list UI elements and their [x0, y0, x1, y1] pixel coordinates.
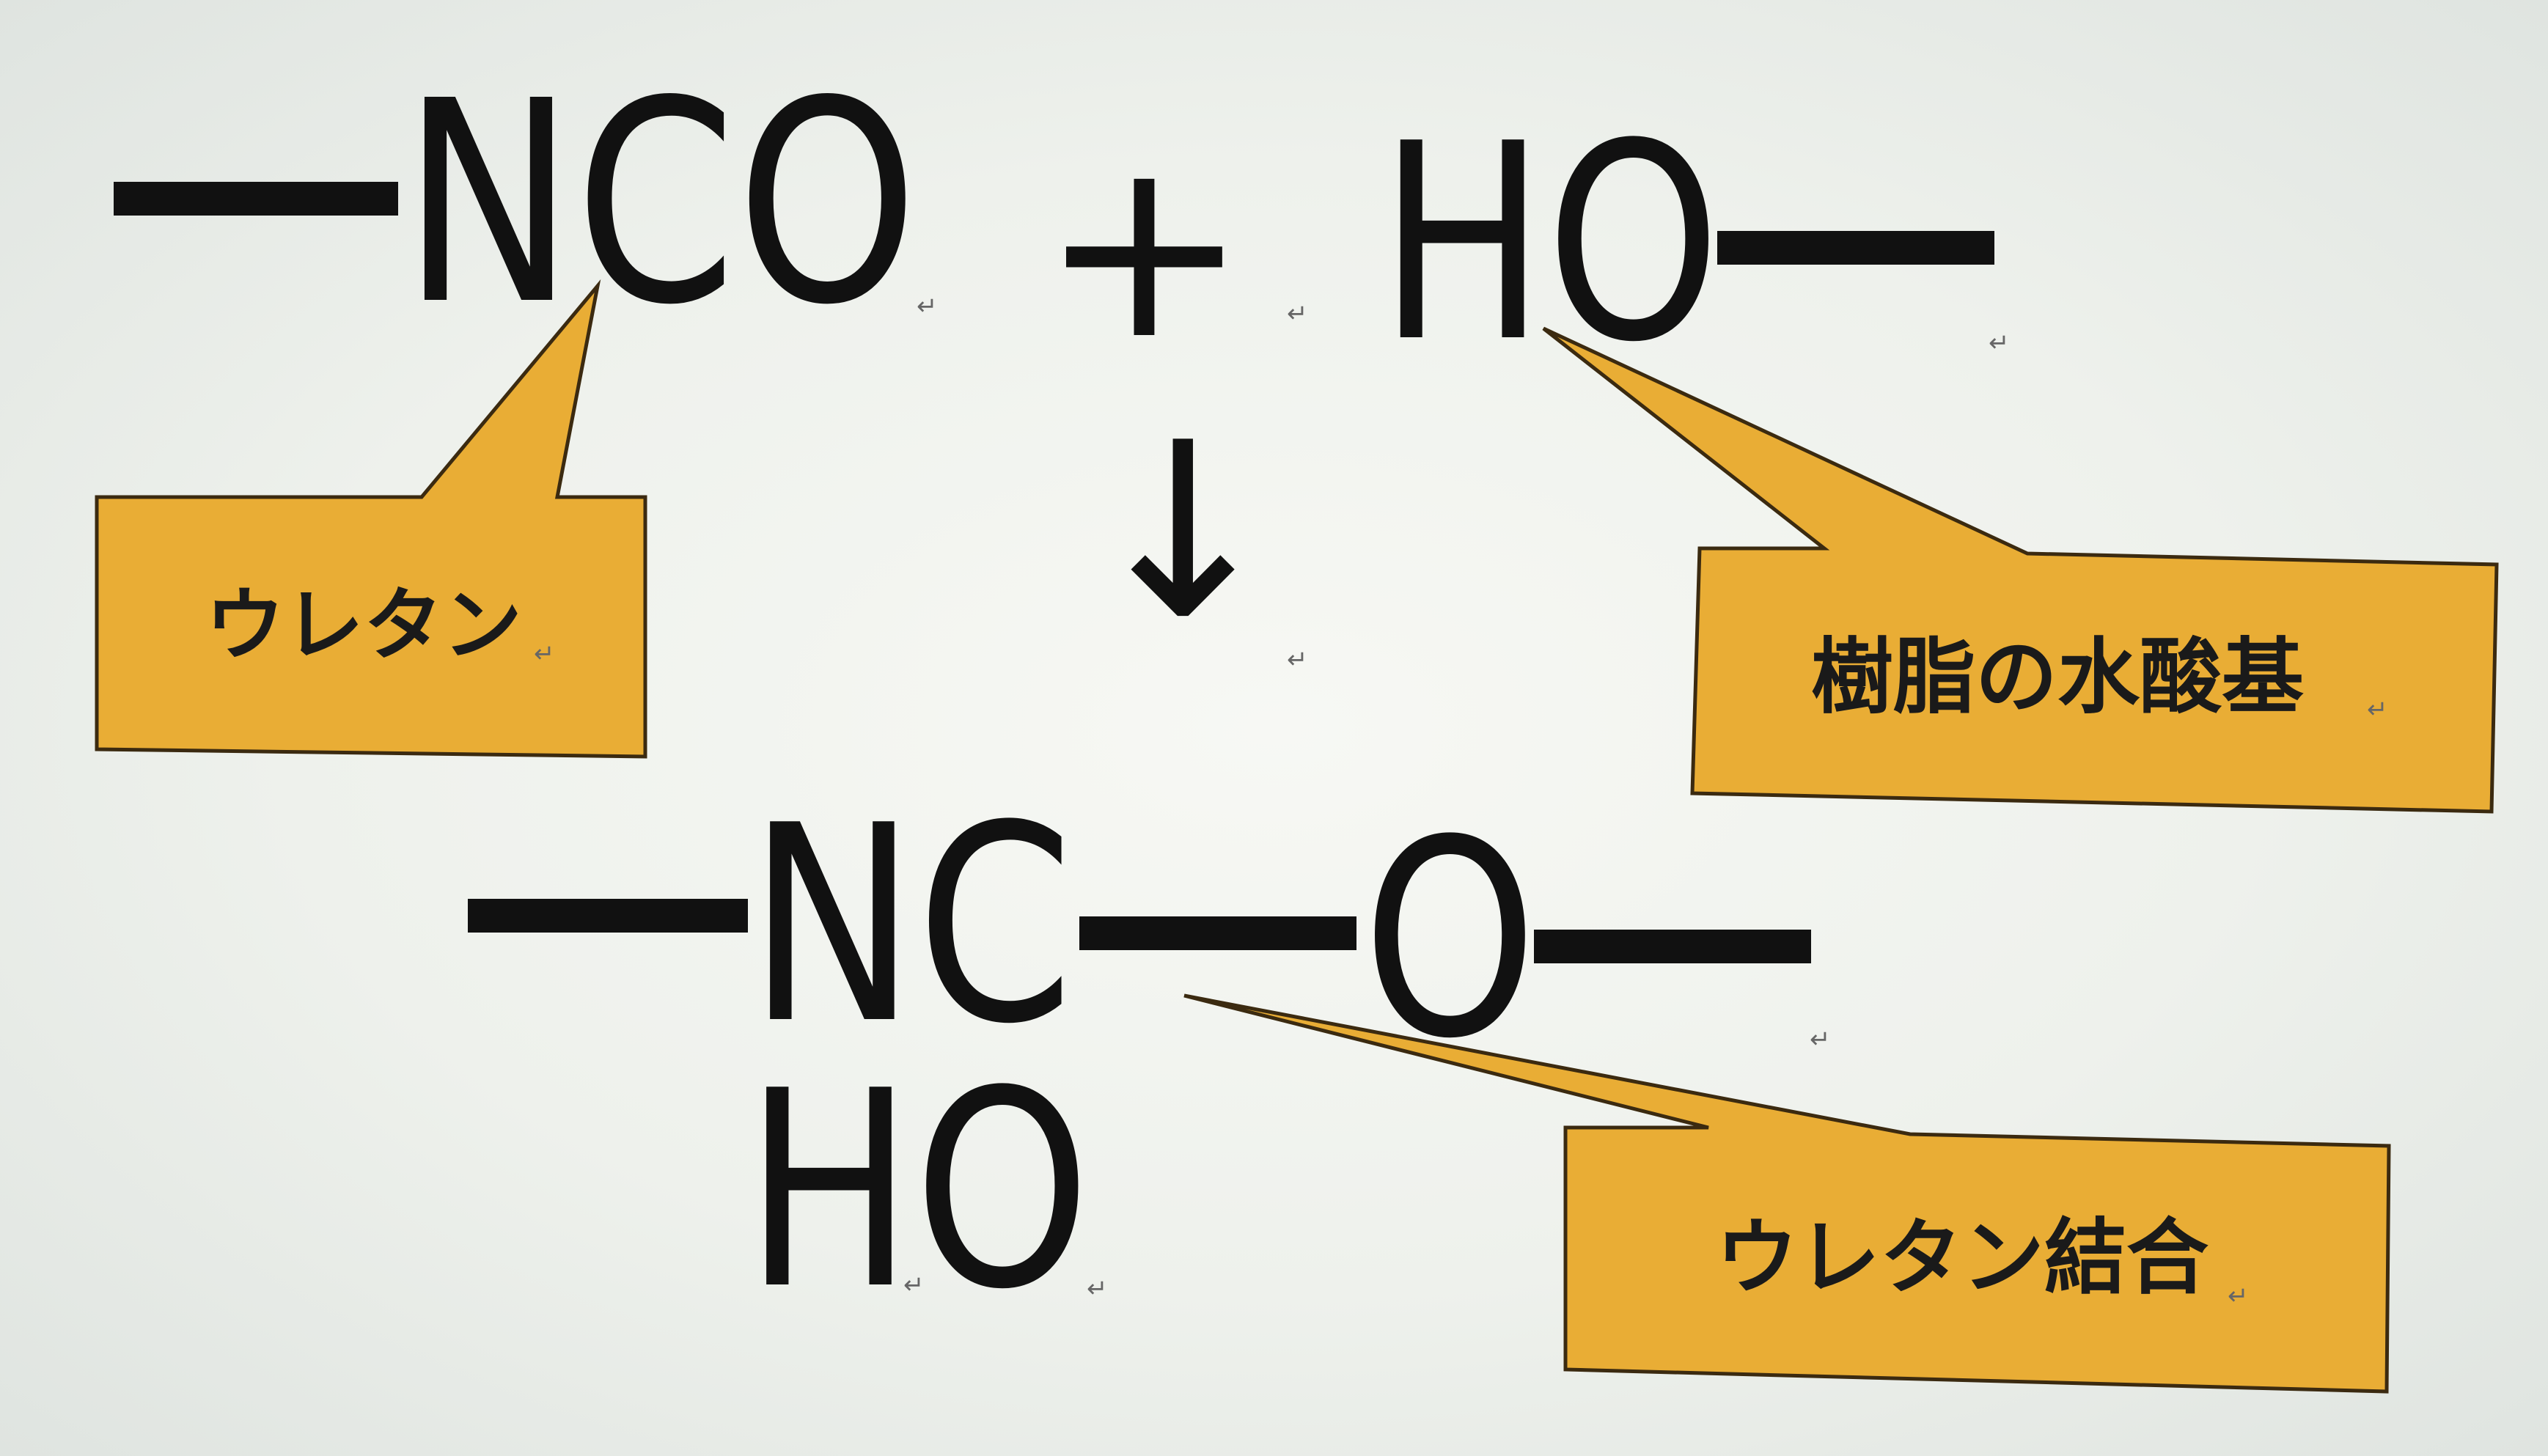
paragraph-mark: ↵ — [2228, 1282, 2249, 1311]
product-nc: NC — [748, 790, 1140, 1062]
plus-sign-text: + — [1040, 104, 1249, 394]
paragraph-mark: ↵ — [1087, 1274, 1108, 1304]
paragraph-mark: ↵ — [1287, 645, 1308, 674]
paragraph-mark: ↵ — [917, 292, 938, 321]
paragraph-mark: ↵ — [1989, 328, 2010, 358]
bond-product-left — [468, 899, 748, 933]
bond-product-right — [1534, 930, 1811, 963]
callout-urethane-label: ウレタン — [205, 580, 523, 672]
reaction-arrow: ↓ — [1082, 411, 1285, 652]
callout-urethane-shape — [95, 279, 647, 759]
callout-urethane-bond-shape — [1183, 993, 2391, 1394]
product-o: O — [1362, 805, 1576, 1076]
paragraph-mark: ↵ — [1810, 1025, 1831, 1054]
reactant-ho-text: HO — [1378, 87, 1721, 402]
bond-left-nco — [114, 182, 398, 216]
bond-product-co — [1079, 916, 1356, 950]
product-nc-text: NC — [748, 768, 1074, 1084]
reactant-ho: HO — [1378, 109, 1796, 380]
reaction-arrow-text: ↓ — [1082, 391, 1285, 672]
product-o-text: O — [1362, 783, 1538, 1098]
callout-resin-hydroxyl-label: 樹脂の水酸基 — [1811, 630, 2304, 725]
reactant-nco-text: NCO — [402, 41, 919, 366]
callout-urethane-bond-label: ウレタン結合 — [1716, 1210, 2209, 1306]
product-ho-text: HO — [744, 1034, 1091, 1349]
reactant-nco: NCO — [402, 65, 1024, 343]
bond-right-ho — [1717, 231, 1994, 265]
paragraph-mark: ↵ — [534, 639, 555, 669]
paragraph-mark: ↵ — [903, 1271, 925, 1300]
paragraph-mark: ↵ — [1287, 299, 1308, 328]
callout-resin-hydroxyl-shape — [1542, 326, 2499, 814]
plus-sign: + — [1040, 125, 1249, 374]
paragraph-mark: ↵ — [2367, 695, 2388, 724]
product-ho: HO — [744, 1056, 1161, 1327]
